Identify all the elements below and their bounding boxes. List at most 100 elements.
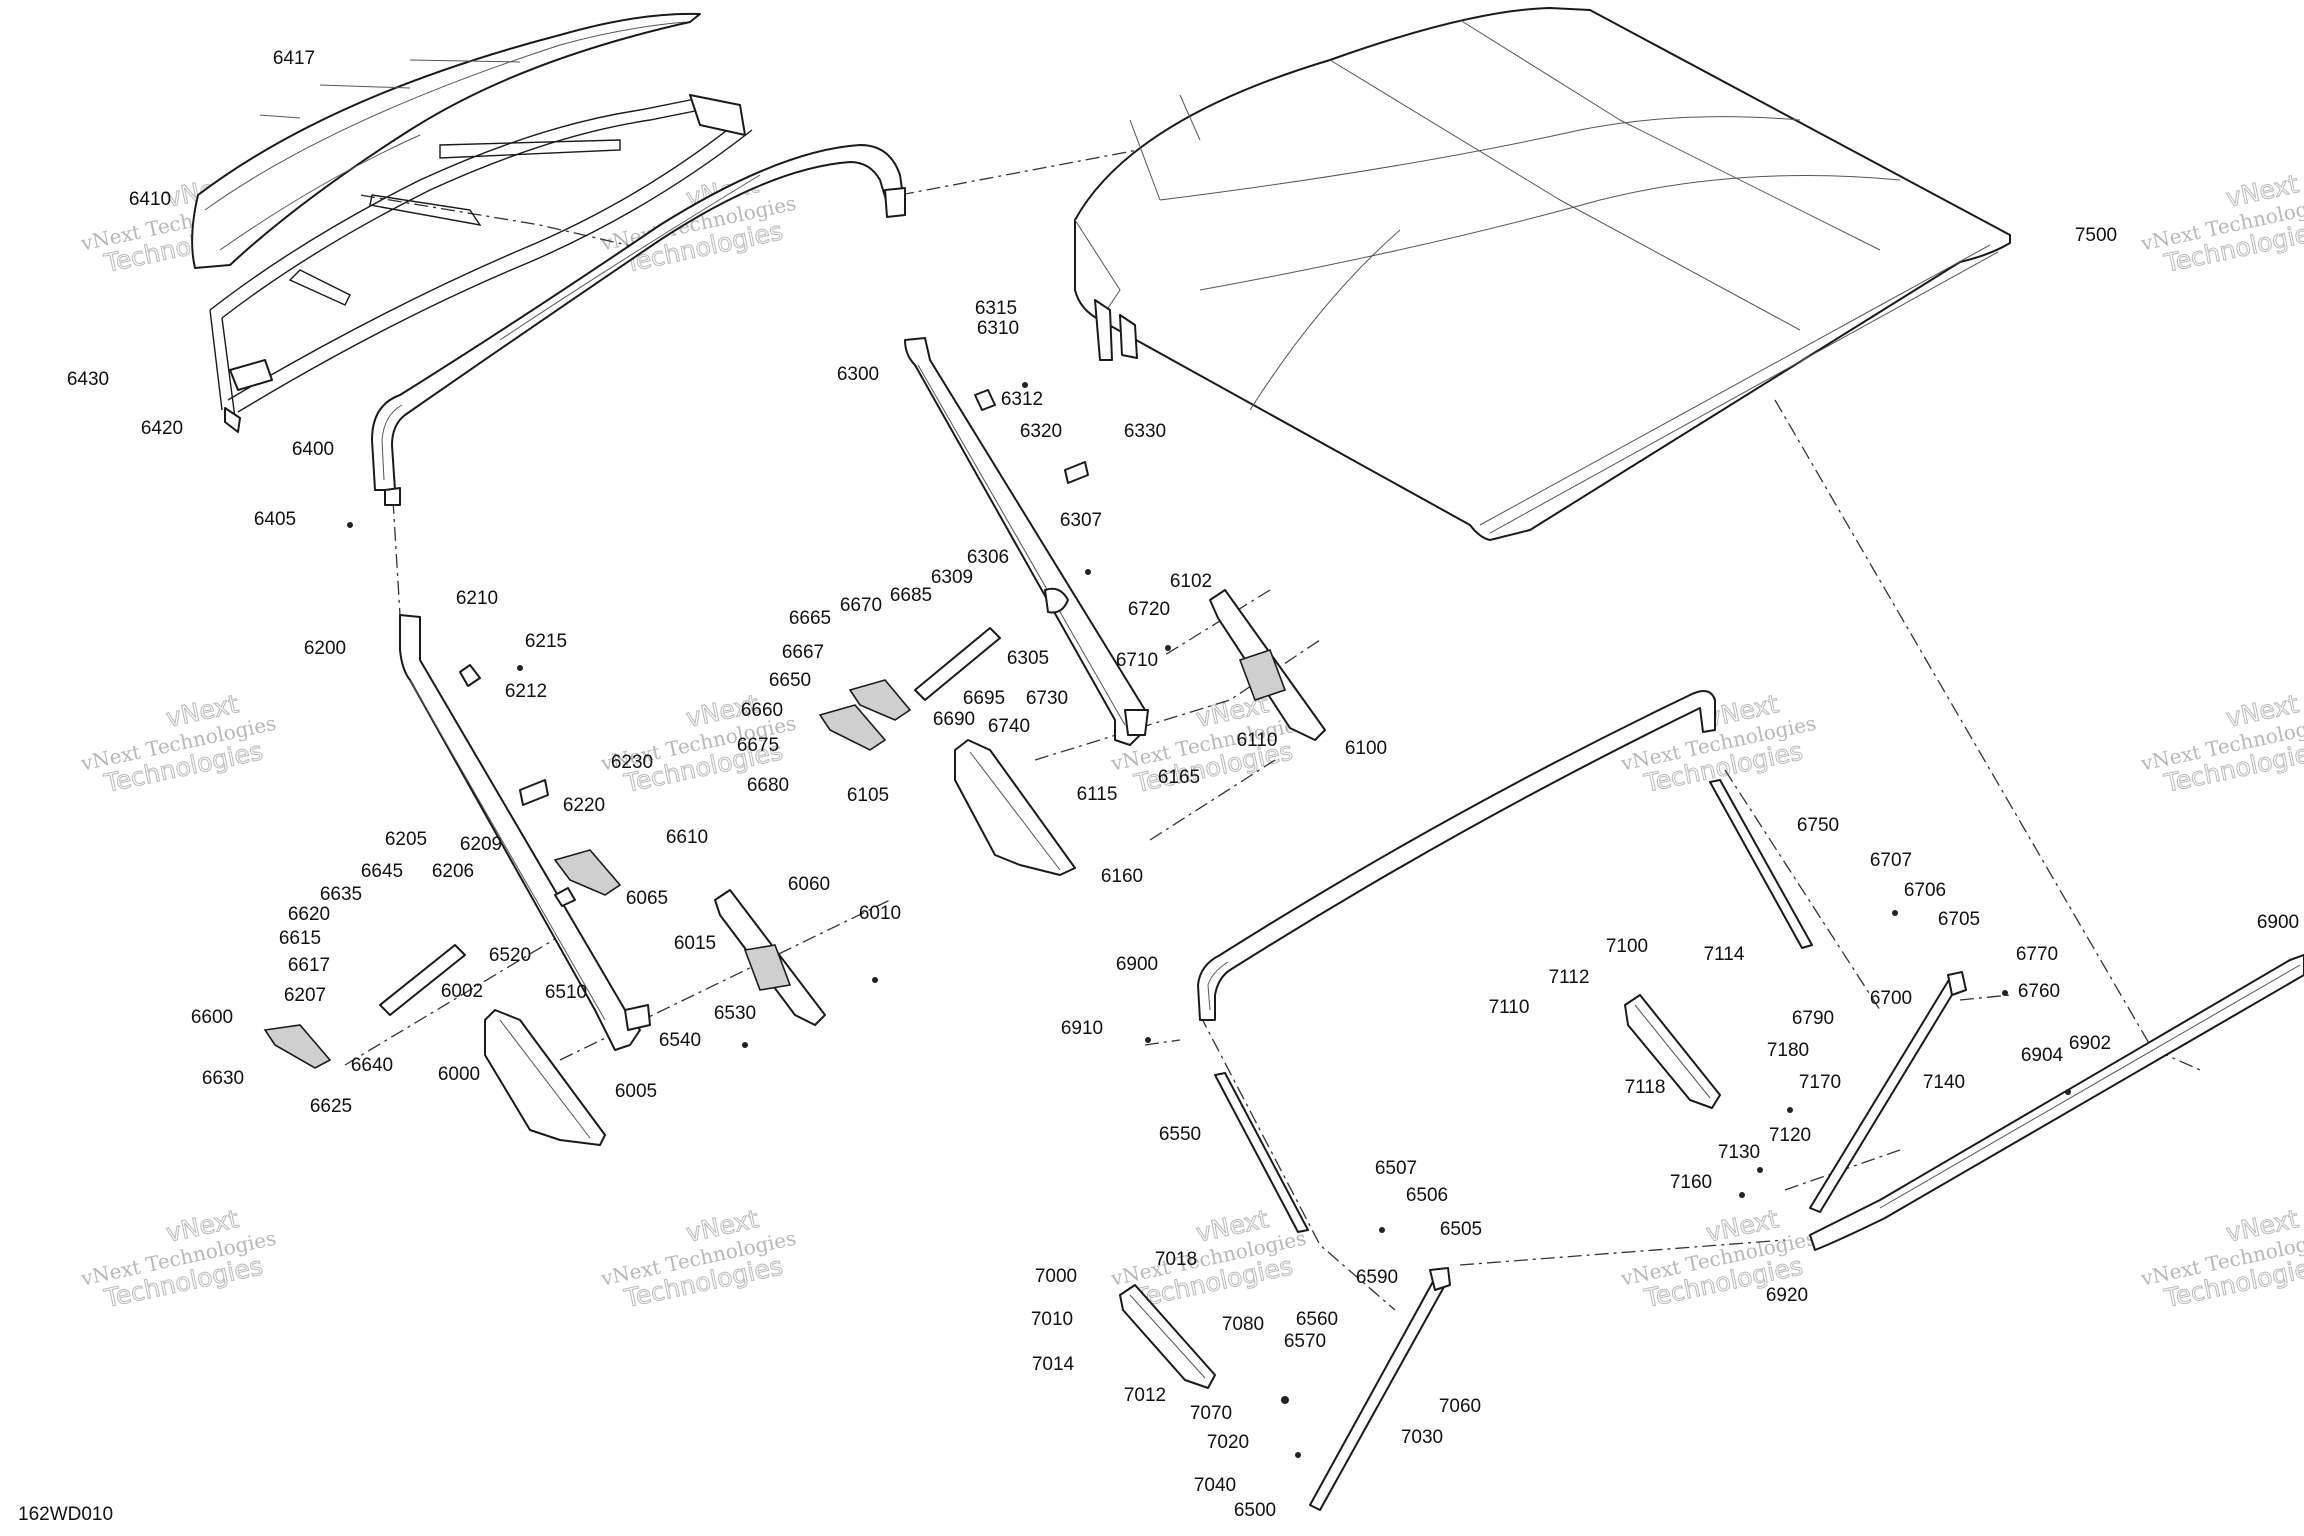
callout-6405: 6405 <box>254 509 296 530</box>
callout-6665: 6665 <box>789 608 831 629</box>
callout-6315: 6315 <box>975 298 1017 319</box>
callout-6220: 6220 <box>563 795 605 816</box>
callout-7070: 7070 <box>1190 1403 1232 1424</box>
callout-6506: 6506 <box>1406 1185 1448 1206</box>
callout-6590: 6590 <box>1356 1267 1398 1288</box>
callout-6417: 6417 <box>273 48 315 69</box>
callout-7180: 7180 <box>1767 1040 1809 1061</box>
callout-6700: 6700 <box>1870 988 1912 1009</box>
callout-7010: 7010 <box>1031 1309 1073 1330</box>
callout-6770: 6770 <box>2016 944 2058 965</box>
callout-7000: 7000 <box>1035 1266 1077 1287</box>
callout-6620: 6620 <box>288 904 330 925</box>
callout-7018: 7018 <box>1155 1249 1197 1270</box>
callout-6640: 6640 <box>351 1055 393 1076</box>
callout-6105: 6105 <box>847 785 889 806</box>
callout-7140: 7140 <box>1923 1072 1965 1093</box>
callout-6015: 6015 <box>674 933 716 954</box>
callout-6305: 6305 <box>1007 648 1049 669</box>
callout-6065: 6065 <box>626 888 668 909</box>
callout-6200: 6200 <box>304 638 346 659</box>
callout-6760: 6760 <box>2018 981 2060 1002</box>
callout-6630: 6630 <box>202 1068 244 1089</box>
callout-7112: 7112 <box>1549 967 1590 988</box>
callout-6910: 6910 <box>1061 1018 1103 1039</box>
roof-frame-6420 <box>209 94 753 433</box>
callout-6230: 6230 <box>611 752 653 773</box>
callout-6300: 6300 <box>837 364 879 385</box>
roof-arch-6400 <box>371 144 906 506</box>
callout-6740: 6740 <box>988 716 1030 737</box>
callout-6307: 6307 <box>1060 510 1102 531</box>
callout-6320: 6320 <box>1020 421 1062 442</box>
callout-6670: 6670 <box>840 595 882 616</box>
callout-6615: 6615 <box>279 928 321 949</box>
callout-7114: 7114 <box>1704 944 1745 965</box>
callout-7160: 7160 <box>1670 1172 1712 1193</box>
callout-6420: 6420 <box>141 418 183 439</box>
hinge-brackets <box>263 389 996 1069</box>
callout-6660: 6660 <box>741 700 783 721</box>
callout-6110: 6110 <box>1237 730 1278 751</box>
callout-6165: 6165 <box>1158 767 1200 788</box>
callout-6500: 6500 <box>1234 1500 1276 1521</box>
callout-6206: 6206 <box>432 861 474 882</box>
callout-7040: 7040 <box>1194 1475 1236 1496</box>
door-panels <box>484 739 1076 1146</box>
callout-6705: 6705 <box>1938 909 1980 930</box>
roof-front-panel-6417 <box>191 12 701 269</box>
callout-6570: 6570 <box>1284 1331 1326 1352</box>
callout-6550: 6550 <box>1159 1124 1201 1145</box>
callout-6205: 6205 <box>385 829 427 850</box>
callout-7012: 7012 <box>1124 1385 1166 1406</box>
callout-6530: 6530 <box>714 1003 756 1024</box>
callout-6920: 6920 <box>1766 1285 1808 1306</box>
callout-6707: 6707 <box>1870 850 1912 871</box>
callout-6215: 6215 <box>525 631 567 652</box>
callout-6310: 6310 <box>977 318 1019 339</box>
callout-6207: 6207 <box>284 985 326 1006</box>
callout-6902: 6902 <box>2069 1033 2111 1054</box>
callout-6102: 6102 <box>1170 571 1212 592</box>
callout-6005: 6005 <box>615 1081 657 1102</box>
handles <box>1119 994 1721 1389</box>
callout-6900: 6900 <box>1116 954 1158 975</box>
callout-6209: 6209 <box>460 834 502 855</box>
callout-6410: 6410 <box>129 189 171 210</box>
callout-6060: 6060 <box>788 874 830 895</box>
callout-7020: 7020 <box>1207 1432 1249 1453</box>
post-6300 <box>904 337 1149 746</box>
callout-6750: 6750 <box>1797 815 1839 836</box>
callout-6667: 6667 <box>782 642 824 663</box>
roof-top-7500 <box>1074 7 2011 541</box>
callout-6400: 6400 <box>292 439 334 460</box>
callout-6115: 6115 <box>1077 784 1118 805</box>
callout-6330: 6330 <box>1124 421 1166 442</box>
callout-6000: 6000 <box>438 1064 480 1085</box>
post-6200 <box>399 614 651 1051</box>
callout-6904: 6904 <box>2021 1045 2064 1066</box>
fasteners <box>347 382 2071 1458</box>
rail-6900-right <box>1809 954 2304 1251</box>
callout-7130: 7130 <box>1718 1142 1760 1163</box>
callout-6730: 6730 <box>1026 688 1068 709</box>
callout-6635: 6635 <box>320 884 362 905</box>
callout-6610: 6610 <box>666 827 708 848</box>
callout-6600: 6600 <box>191 1007 233 1028</box>
callout-6430: 6430 <box>67 369 109 390</box>
callout-6560: 6560 <box>1296 1309 1338 1330</box>
callout-6210: 6210 <box>456 588 498 609</box>
callout-6510: 6510 <box>545 982 587 1003</box>
side-posts <box>1309 971 1967 1511</box>
callout-6010: 6010 <box>859 903 901 924</box>
callout-6710: 6710 <box>1116 650 1158 671</box>
callout-6306: 6306 <box>967 547 1009 568</box>
latch-plates <box>714 589 1326 1026</box>
callout-7030: 7030 <box>1401 1427 1443 1448</box>
callout-6505: 6505 <box>1440 1219 1482 1240</box>
